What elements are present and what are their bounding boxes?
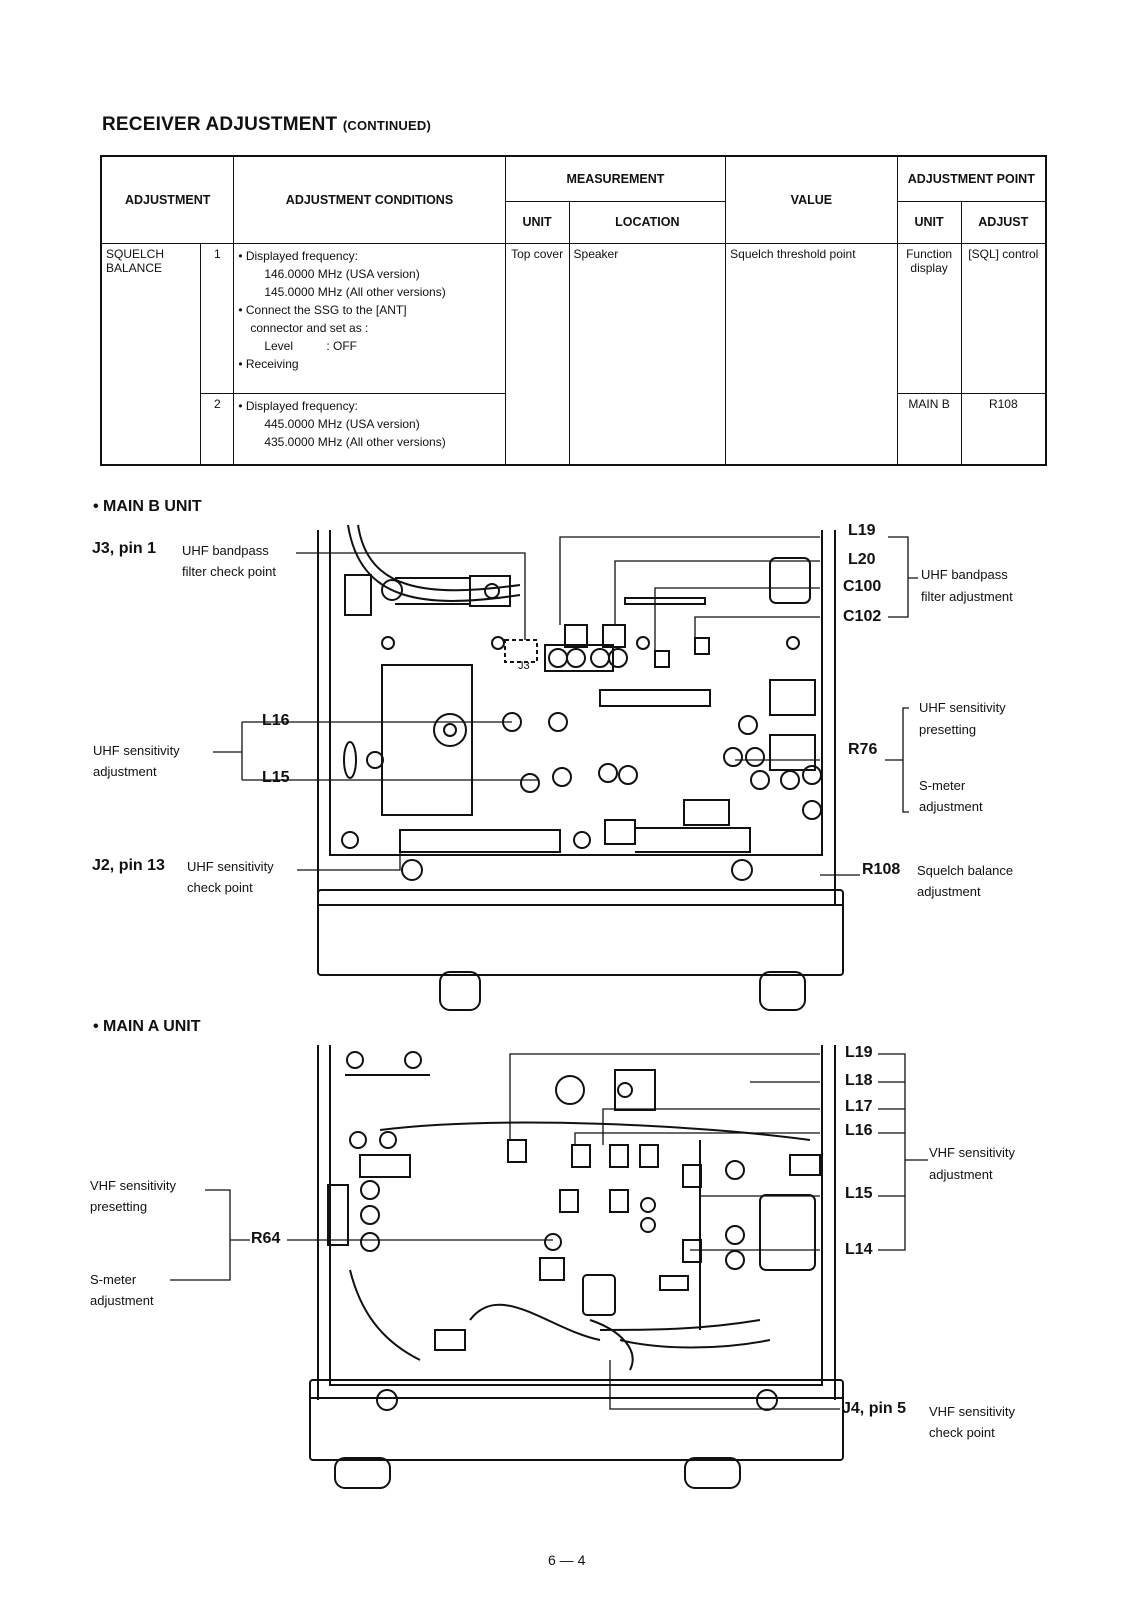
- page-title-sub: (CONTINUED): [342, 118, 431, 133]
- main-b-uhf-sens-1: UHF sensitivity: [93, 743, 180, 758]
- main-b-c102: C102: [843, 608, 882, 625]
- cond-1-line6: Level : OFF: [264, 338, 358, 353]
- main-b-c100: C100: [843, 578, 882, 595]
- main-a-vhf-pres-2: presetting: [90, 1199, 148, 1214]
- main-a-vhf-sens-1: VHF sensitivity: [929, 1145, 1015, 1160]
- page-title-main: RECEIVER ADJUSTMENT: [102, 114, 338, 135]
- main-a-smeter-2: adjustment: [90, 1293, 154, 1308]
- cond-2-line2: 445.0000 MHz (USA version): [264, 416, 420, 431]
- ap-adjust-2: R108: [960, 392, 1047, 466]
- main-b-r108: R108: [862, 861, 901, 878]
- main-b-l20: L20: [848, 551, 876, 568]
- page-number: 6 — 4: [548, 1552, 586, 1568]
- main-b-l19: L19: [848, 522, 876, 539]
- cond-1-line1: • Displayed frequency:: [238, 248, 358, 263]
- main-a-smeter-1: S-meter: [90, 1272, 137, 1287]
- main-b-j3-board-label: J3: [518, 660, 530, 672]
- item-cell: SQUELCH BALANCE: [100, 242, 202, 466]
- main-a-j4-code: J4, pin 5: [842, 1400, 907, 1417]
- main-a-heading: • MAIN A UNIT: [93, 1018, 201, 1035]
- ap-adjust-1: [SQL] control: [960, 242, 1047, 394]
- cond-1-line7: • Receiving: [238, 356, 299, 371]
- main-a-vhf-pres-1: VHF sensitivity: [90, 1178, 176, 1193]
- cond-2-line1: • Displayed frequency:: [238, 398, 358, 413]
- main-b-heading: • MAIN B UNIT: [93, 498, 202, 515]
- page-title: RECEIVER ADJUSTMENT (CONTINUED): [102, 114, 431, 136]
- main-b-j3-desc-2: filter check point: [182, 564, 276, 579]
- main-b-l15: L15: [262, 769, 290, 786]
- main-a-l19: L19: [845, 1044, 873, 1061]
- main-b-squelch-1: Squelch balance: [917, 863, 1014, 878]
- main-b-j2-desc-2: check point: [187, 880, 253, 895]
- main-b-uhf-bandpass-1: UHF bandpass: [921, 567, 1008, 582]
- main-a-vhf-sens-2: adjustment: [929, 1167, 993, 1182]
- main-a-l15: L15: [845, 1185, 873, 1202]
- main-b-j3-code: J3, pin 1: [92, 540, 157, 557]
- header-location: LOCATION: [568, 200, 727, 244]
- header-meas-unit: UNIT: [504, 200, 570, 244]
- meas-unit: Top cover: [504, 242, 570, 466]
- conditions-2: • Displayed frequency: 445.0000 MHz (USA…: [233, 392, 506, 466]
- main-b-board: [317, 524, 844, 1011]
- main-b-uhf-pres-2: presetting: [919, 722, 977, 737]
- main-b-smeter-2: adjustment: [919, 799, 983, 814]
- main-a-j4-desc-1: VHF sensitivity: [929, 1404, 1015, 1419]
- step-1: 1: [200, 242, 235, 394]
- conditions-1: • Displayed frequency: 146.0000 MHz (USA…: [233, 242, 506, 394]
- main-b-smeter-1: S-meter: [919, 778, 966, 793]
- main-b-uhf-bandpass-2: filter adjustment: [921, 589, 1013, 604]
- main-b-j2-desc-1: UHF sensitivity: [187, 859, 274, 874]
- ap-unit-1: Function display: [896, 242, 962, 394]
- main-b-squelch-2: adjustment: [917, 884, 981, 899]
- main-a-l14: L14: [845, 1241, 873, 1258]
- main-a-l18: L18: [845, 1072, 873, 1089]
- main-a-j4-desc-2: check point: [929, 1425, 995, 1440]
- cond-1-line5: connector and set as :: [250, 320, 369, 335]
- cond-1-line2: 146.0000 MHz (USA version): [264, 266, 420, 281]
- cond-1-line3: 145.0000 MHz (All other versions): [264, 284, 446, 299]
- ap-unit-2: MAIN B: [896, 392, 962, 466]
- header-ap-adjust: ADJUST: [960, 200, 1047, 244]
- main-b-j2-code: J2, pin 13: [92, 857, 165, 874]
- main-a-l16: L16: [845, 1122, 873, 1139]
- main-b-j3-desc-1: UHF bandpass: [182, 543, 269, 558]
- main-a-l17: L17: [845, 1098, 873, 1115]
- value-cell: Squelch threshold point: [725, 242, 898, 466]
- main-a-board: [309, 1045, 844, 1489]
- adjustment-table: ADJUSTMENT ADJUSTMENT CONDITIONS MEASURE…: [100, 155, 1047, 466]
- cond-1-line4: • Connect the SSG to the [ANT]: [238, 302, 407, 317]
- main-b-l16: L16: [262, 712, 290, 729]
- meas-location: Speaker: [568, 242, 727, 466]
- item-line1: SQUELCH: [106, 246, 165, 261]
- main-a-r64: R64: [251, 1230, 281, 1247]
- main-b-uhf-sens-2: adjustment: [93, 764, 157, 779]
- item-line2: BALANCE: [106, 260, 163, 275]
- header-adjustment-point: ADJUSTMENT POINT: [896, 155, 1047, 202]
- main-b-uhf-pres-1: UHF sensitivity: [919, 700, 1006, 715]
- main-b-r76: R76: [848, 741, 878, 758]
- cond-2-line3: 435.0000 MHz (All other versions): [264, 434, 446, 449]
- header-value: VALUE: [725, 155, 898, 244]
